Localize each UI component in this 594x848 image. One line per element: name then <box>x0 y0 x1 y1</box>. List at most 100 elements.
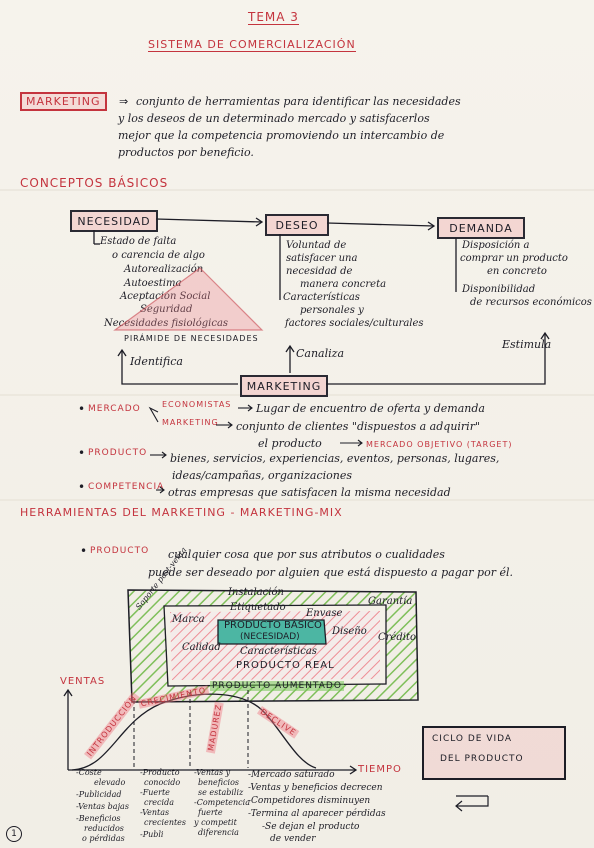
demanda-item: Disponibilidad <box>462 284 536 295</box>
col3-item: -Competencia <box>194 798 250 807</box>
def-line-1: conjunto de herramientas para identifica… <box>136 95 461 108</box>
middle-label-caracteristicas: Características <box>240 646 317 657</box>
col3-item: diferencia <box>198 828 239 837</box>
col3-item: y competit <box>194 818 237 827</box>
identifica-label: Identifica <box>130 355 183 368</box>
col4-item: -Termina al aparecer pérdidas <box>248 809 386 819</box>
mercado-objetivo: MERCADO OBJETIVO (TARGET) <box>366 440 513 449</box>
col2-item: -Producto <box>140 768 180 777</box>
mercado-mk-def1: conjunto de clientes "dispuestos a adqui… <box>236 420 481 433</box>
necesidad-item: o carencia de algo <box>112 250 205 261</box>
herr-def1: cualquier cosa que por sus atributos o c… <box>168 548 445 561</box>
deseo-item: satisfacer una <box>286 253 358 264</box>
conceptos-title: CONCEPTOS BÁSICOS <box>20 176 169 190</box>
col3-item: -Ventas y <box>194 768 231 777</box>
deseo-box: DESEO <box>265 214 329 236</box>
outer-label-garantia: Garantía <box>368 596 413 607</box>
col4-item: -Ventas y beneficios decrecen <box>248 783 383 793</box>
deseo-item: Características <box>283 292 360 303</box>
producto-label: PRODUCTO <box>88 448 148 458</box>
col2-item: -Fuerte <box>140 788 170 797</box>
col4-item: -Se dejan el producto <box>262 822 360 832</box>
herr-def2: puede ser deseado por alguien que está d… <box>148 566 513 579</box>
middle-label-calidad: Calidad <box>182 642 221 653</box>
producto-necesidad: (NECESIDAD) <box>240 632 300 642</box>
mercado-eco-def: Lugar de encuentro de oferta y demanda <box>256 402 485 415</box>
col2-item: -Publi <box>140 830 164 839</box>
ventas-axis-label: VENTAS <box>60 676 106 687</box>
deseo-item: factores sociales/culturales <box>285 318 424 329</box>
producto-real: PRODUCTO REAL <box>236 660 335 671</box>
col2-item: -Ventas <box>140 808 170 817</box>
demanda-item: Disposición a <box>462 240 530 251</box>
col1-item: -Beneficios <box>76 814 121 823</box>
piramide-label: PIRÁMIDE DE NECESIDADES <box>124 334 259 343</box>
tiempo-axis-label: TIEMPO <box>358 764 402 775</box>
col1-item: reducidos <box>84 824 124 833</box>
deseo-item: manera concreta <box>300 279 387 290</box>
def-arrow: ⇒ <box>119 95 129 108</box>
chapter-subtitle: SISTEMA DE COMERCIALIZACIÓN <box>148 38 356 52</box>
demanda-item: comprar un producto <box>460 253 568 264</box>
page-number: 1 <box>6 826 22 842</box>
col4-item: de vender <box>270 834 316 844</box>
mercado-label: MERCADO <box>88 404 141 414</box>
marketing-center-box: MARKETING <box>240 375 328 397</box>
canaliza-label: Canaliza <box>296 347 345 360</box>
col2-item: conocido <box>144 778 181 787</box>
mercado-mk-def2: el producto <box>258 437 322 450</box>
estimula-label: Estimula <box>502 338 552 351</box>
def-line-4: productos por beneficio. <box>118 146 254 159</box>
necesidad-item: Autorealización <box>124 264 204 275</box>
producto-def1: bienes, servicios, experiencias, eventos… <box>170 452 500 465</box>
col1-item: -Publicidad <box>76 790 122 799</box>
demanda-item: de recursos económicos <box>470 297 592 308</box>
col4-item: -Mercado saturado <box>248 770 335 780</box>
outer-label-instalacion: Instalación <box>228 587 284 598</box>
demanda-box: DEMANDA <box>437 217 525 239</box>
def-line-2: y los deseos de un determinado mercado y… <box>118 112 430 125</box>
deseo-item: personales y <box>300 305 364 316</box>
col1-item: elevado <box>94 778 126 787</box>
col3-item: beneficios <box>198 778 240 787</box>
col2-item: crecientes <box>144 818 187 827</box>
col1-item: -Ventas bajas <box>76 802 129 811</box>
herramientas-title: HERRAMIENTAS DEL MARKETING - MARKETING-M… <box>20 506 343 519</box>
middle-label-etiquetado: Etiquetado <box>230 602 286 613</box>
col3-item: se estabiliz <box>198 788 244 797</box>
mercado-marketing: MARKETING <box>162 418 219 427</box>
necesidad-item: Seguridad <box>140 304 192 315</box>
col2-item: crecida <box>144 798 174 807</box>
col3-item: fuerte <box>198 808 223 817</box>
ciclo-box-line2: DEL PRODUCTO <box>440 754 524 764</box>
necesidad-item: Estado de falta <box>100 236 177 247</box>
necesidad-item: Aceptación Social <box>120 291 210 302</box>
deseo-item: necesidad de <box>286 266 353 277</box>
demanda-item: en concreto <box>487 266 547 277</box>
competencia-label: COMPETENCIA <box>88 482 165 492</box>
necesidad-box: NECESIDAD <box>70 210 158 232</box>
middle-label-diseno: Diseño <box>332 626 367 637</box>
producto-def2: ideas/campañas, organizaciones <box>172 469 352 482</box>
necesidad-item: Necesidades fisiológicas <box>104 318 228 329</box>
deseo-item: Voluntad de <box>286 240 347 251</box>
middle-label-marca: Marca <box>172 614 205 625</box>
herr-producto-label: PRODUCTO <box>90 546 150 556</box>
competencia-def: otras empresas que satisfacen la misma n… <box>168 486 451 499</box>
producto-aumentado: PRODUCTO AUMENTADO <box>210 681 344 691</box>
ciclo-box: CICLO DE VIDA DEL PRODUCTO <box>422 726 566 780</box>
outer-label-credito: Crédito <box>378 632 416 643</box>
producto-basico: PRODUCTO BÁSICO <box>224 620 322 631</box>
ciclo-box-line1: CICLO DE VIDA <box>432 734 513 744</box>
marketing-term: MARKETING <box>20 92 107 111</box>
def-line-3: mejor que la competencia promoviendo un … <box>118 129 445 142</box>
tema-title: TEMA 3 <box>248 10 299 25</box>
necesidad-item: Autoestima <box>124 278 182 289</box>
middle-label-envase: Envase <box>306 608 343 619</box>
